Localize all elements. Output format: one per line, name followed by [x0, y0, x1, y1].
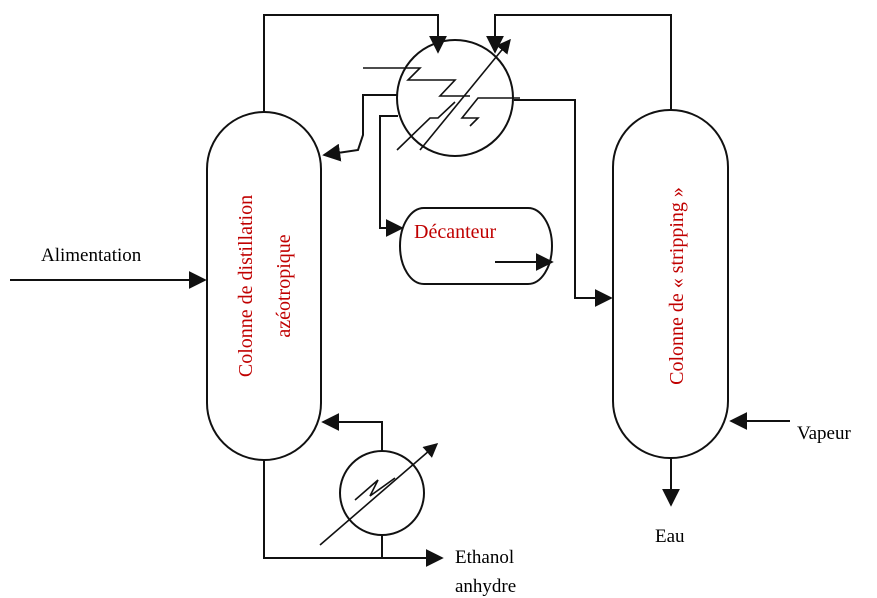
steam-label: Vapeur [797, 423, 851, 444]
decanter-vessel [399, 207, 553, 285]
product-label-line1: Ethanol [455, 547, 514, 568]
stripping-feed-line [514, 99, 613, 307]
reboiler-return-line [321, 413, 383, 451]
condenser-exchanger [363, 38, 520, 157]
azeotropic-distillation-column [206, 111, 322, 461]
reboiler-exchanger [319, 443, 439, 546]
stripping-column-label: Colonne de « stripping » [666, 187, 688, 385]
azeotropic-column-label-line2: azéotropique [273, 234, 295, 337]
water-label: Eau [655, 526, 685, 547]
feed-label: Alimentation [41, 245, 142, 266]
reflux-line [322, 94, 398, 162]
product-label-line2: anhydre [455, 576, 516, 597]
azeotropic-bottoms-line [263, 460, 383, 559]
azeotropic-overhead-line [263, 14, 447, 112]
decanter-label: Décanteur [414, 221, 497, 243]
condenser-to-decanter-line [379, 115, 404, 237]
stripping-overhead-line [486, 14, 672, 110]
azeotropic-column-label: Colonne de distillation [235, 195, 257, 377]
